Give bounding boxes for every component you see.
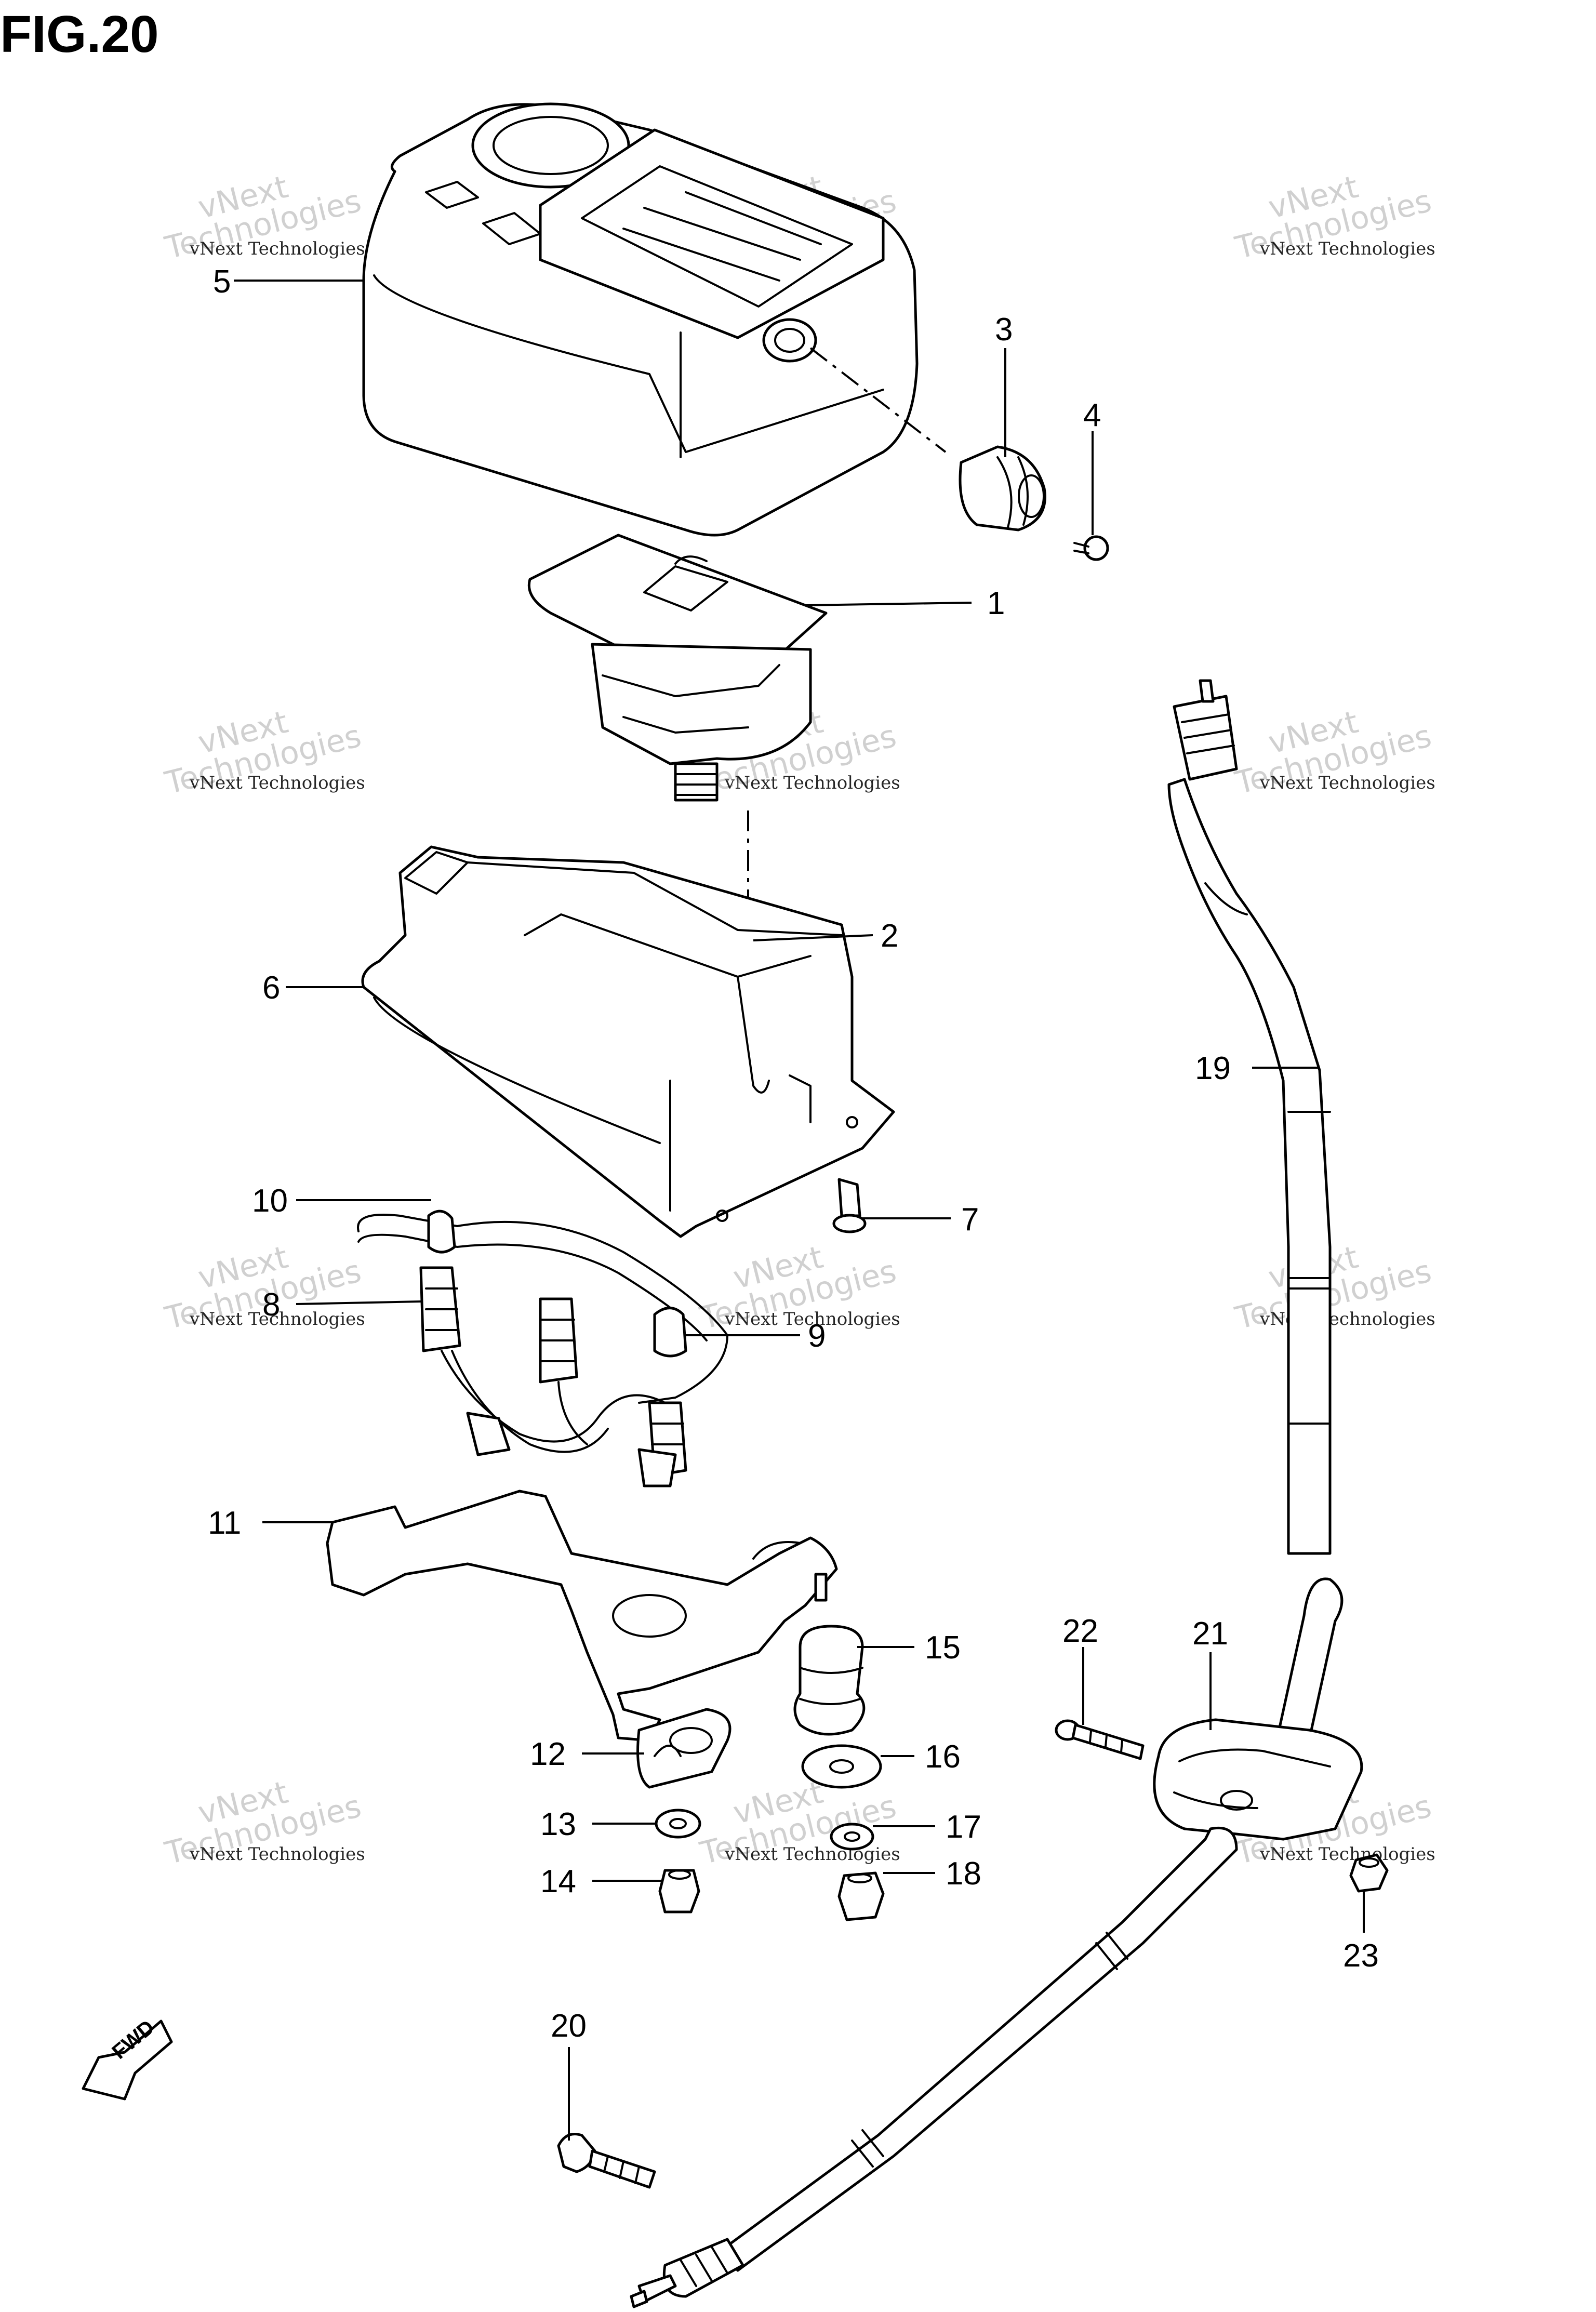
part-7-screw (832, 1178, 867, 1233)
part-5-meter-cover (362, 102, 947, 537)
part-21-cable-guide (1153, 1718, 1363, 1841)
part-3-knob (959, 445, 1046, 532)
callout-17: 17 (946, 1809, 981, 1845)
leader-8 (296, 1300, 421, 1305)
callout-10: 10 (252, 1183, 288, 1219)
part-11-bracket (326, 1490, 838, 1742)
callout-20: 20 (551, 2008, 587, 2044)
callout-11: 11 (208, 1505, 241, 1541)
callout-13: 13 (540, 1806, 576, 1842)
callout-15: 15 (925, 1630, 961, 1666)
fwd-direction-marker: FWD (82, 2016, 173, 2101)
callout-21: 21 (1192, 1616, 1228, 1652)
callout-3: 3 (995, 312, 1013, 348)
leader-1 (805, 602, 972, 606)
watermark-small: vNext Technologies (189, 1844, 365, 1865)
part-4-screw (1073, 535, 1109, 561)
callout-6: 6 (262, 970, 280, 1006)
callout-19: 19 (1195, 1051, 1231, 1086)
part-1-meter-assembly (527, 534, 828, 904)
watermark-small: vNext Technologies (724, 1844, 900, 1865)
part-6-meter-case (361, 845, 895, 1238)
part-22-bolt (1055, 1719, 1145, 1760)
callout-12: 12 (530, 1736, 566, 1772)
watermark-small: vNext Technologies (1259, 1844, 1435, 1865)
callout-4: 4 (1083, 397, 1101, 433)
leader-2 (753, 934, 873, 941)
part-15-grommet (793, 1625, 866, 1736)
watermark-small: vNext Technologies (1259, 1309, 1435, 1330)
part-12-clamp (636, 1708, 732, 1789)
parts-8-9-10-wiring-harness (357, 1210, 728, 1487)
figure-title: FIG.20 (0, 5, 159, 63)
callout-23: 23 (1343, 1938, 1379, 1974)
callout-1: 1 (987, 586, 1005, 621)
callout-7: 7 (961, 1202, 979, 1238)
leader-lines (234, 280, 1365, 2141)
watermark-small: vNext Technologies (189, 773, 365, 793)
part-23-nut (1349, 1853, 1389, 1893)
watermark-small: vNext Technologies (724, 773, 900, 793)
callout-16: 16 (925, 1739, 961, 1775)
part-17-washer (830, 1823, 874, 1851)
callout-18: 18 (946, 1856, 981, 1892)
callout-14: 14 (540, 1864, 576, 1899)
watermark-small: vNext Technologies (1259, 238, 1435, 259)
part-13-washer (655, 1809, 701, 1839)
watermark-small: vNext Technologies (189, 238, 365, 259)
callout-labels: 1 2 3 4 5 6 7 8 9 10 11 12 13 14 15 16 1… (208, 264, 1379, 2044)
callout-22: 22 (1062, 1613, 1098, 1649)
callout-5: 5 (213, 264, 231, 300)
watermark-small: vNext Technologies (189, 1309, 365, 1330)
part-18-nut (837, 1871, 885, 1921)
watermark-small: vNext Technologies (1259, 773, 1435, 793)
part-20-cable-lower (557, 1826, 1238, 2308)
part-14-nut (658, 1869, 700, 1914)
watermark-small: vNext Technologies (724, 1309, 900, 1330)
callout-8: 8 (262, 1287, 280, 1323)
part-16-washer (801, 1744, 882, 1789)
callout-2: 2 (881, 918, 898, 954)
callout-9: 9 (808, 1318, 826, 1354)
